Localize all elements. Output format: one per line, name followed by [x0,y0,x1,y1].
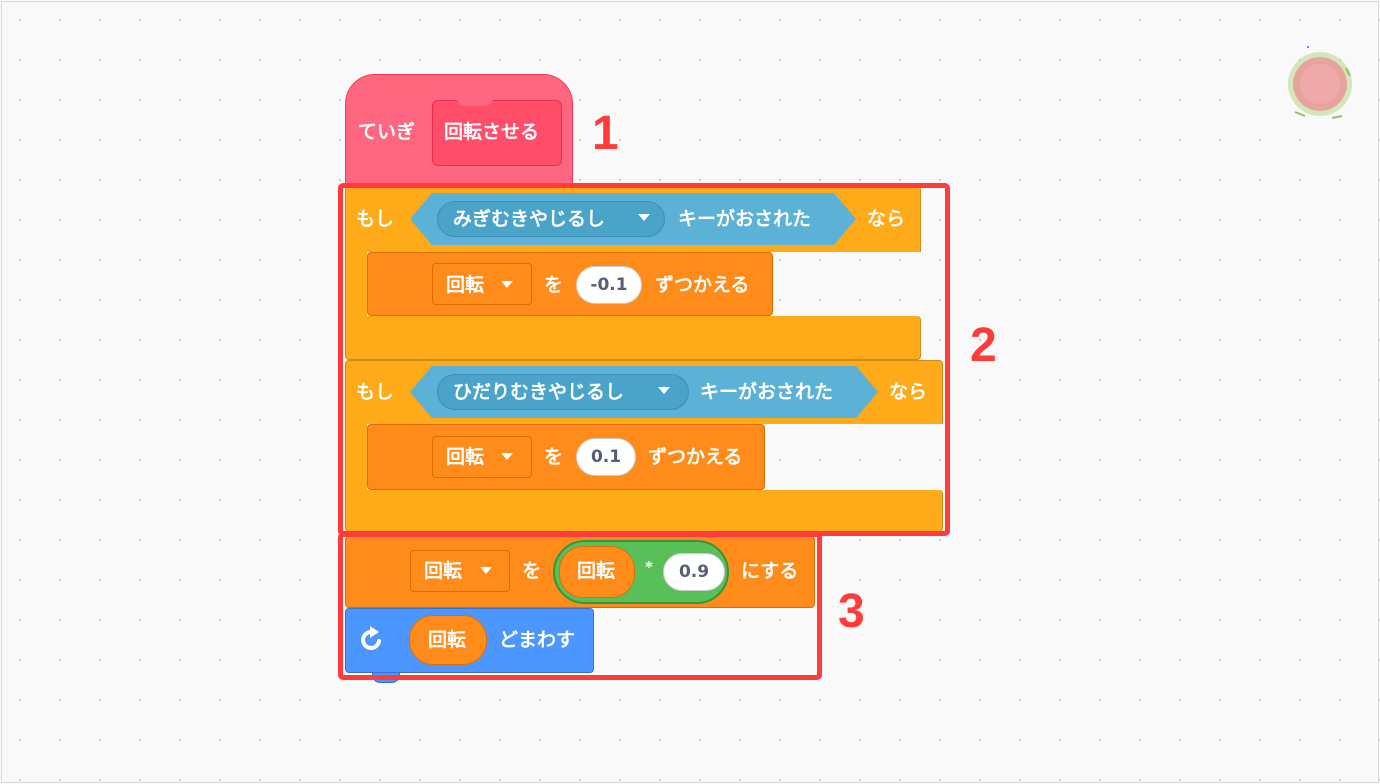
custom-block-name: 回転させる [444,121,540,143]
variable-name: 回転 [446,274,485,296]
key-dropdown[interactable] [437,201,665,237]
by-label: を [544,274,564,296]
key-option: ひだりむきやじるし [453,381,625,403]
if-label: もし [356,381,395,403]
then-label: なら [867,208,906,230]
key-dropdown[interactable] [437,374,689,410]
annotation-number-2: 2 [970,319,997,372]
chevron-down-icon [480,567,492,574]
variable-dropdown[interactable] [410,550,510,592]
variable-dropdown[interactable] [432,436,532,478]
sprite-thumbnail [1288,46,1352,119]
multiply-operator-symbol: * [645,558,653,576]
define-prototype-block[interactable] [432,100,562,166]
annotation-box-3 [338,532,822,680]
variable-dropdown[interactable] [432,263,532,305]
chevron-down-icon [501,453,513,460]
annotation-box-2 [338,183,950,536]
chevron-down-icon [638,214,650,221]
variable-name: 回転 [446,446,485,468]
chevron-down-icon [658,387,670,394]
set-label: にする [741,560,799,582]
if-block-right-arm [345,252,367,316]
change-amount-input[interactable]: -0.1 [576,266,642,304]
rotate-right-icon [361,626,381,650]
by-label: を [544,446,564,468]
if-label: もし [356,208,395,230]
change-label: ずつかえる [648,446,743,468]
if-block-left-arm [345,424,367,490]
turn-degrees-label: どまわす [499,629,576,651]
reporter-variable-name: 回転 [428,629,467,651]
reporter-variable-name: 回転 [577,560,616,582]
define-label: ていぎ [358,121,416,143]
variable-reporter[interactable] [409,615,487,665]
then-label: なら [889,381,928,403]
key-option: みぎむきやじるし [453,208,606,230]
key-pressed-label: キーがおされた [700,381,834,403]
change-label: ずつかえる [655,274,750,296]
change-amount-input[interactable]: 0.1 [576,438,636,476]
annotation-number-3: 3 [838,585,865,638]
key-pressed-label: キーがおされた [678,208,812,230]
if-block-right-bottom [345,316,921,360]
define-prototype-notch [457,96,493,106]
chevron-down-icon [501,281,513,288]
to-label: を [522,560,542,582]
variable-name: 回転 [424,560,463,582]
annotation-number-1: 1 [592,107,619,160]
multiply-value-input[interactable]: 0.9 [663,553,725,591]
variable-reporter[interactable] [559,546,635,598]
